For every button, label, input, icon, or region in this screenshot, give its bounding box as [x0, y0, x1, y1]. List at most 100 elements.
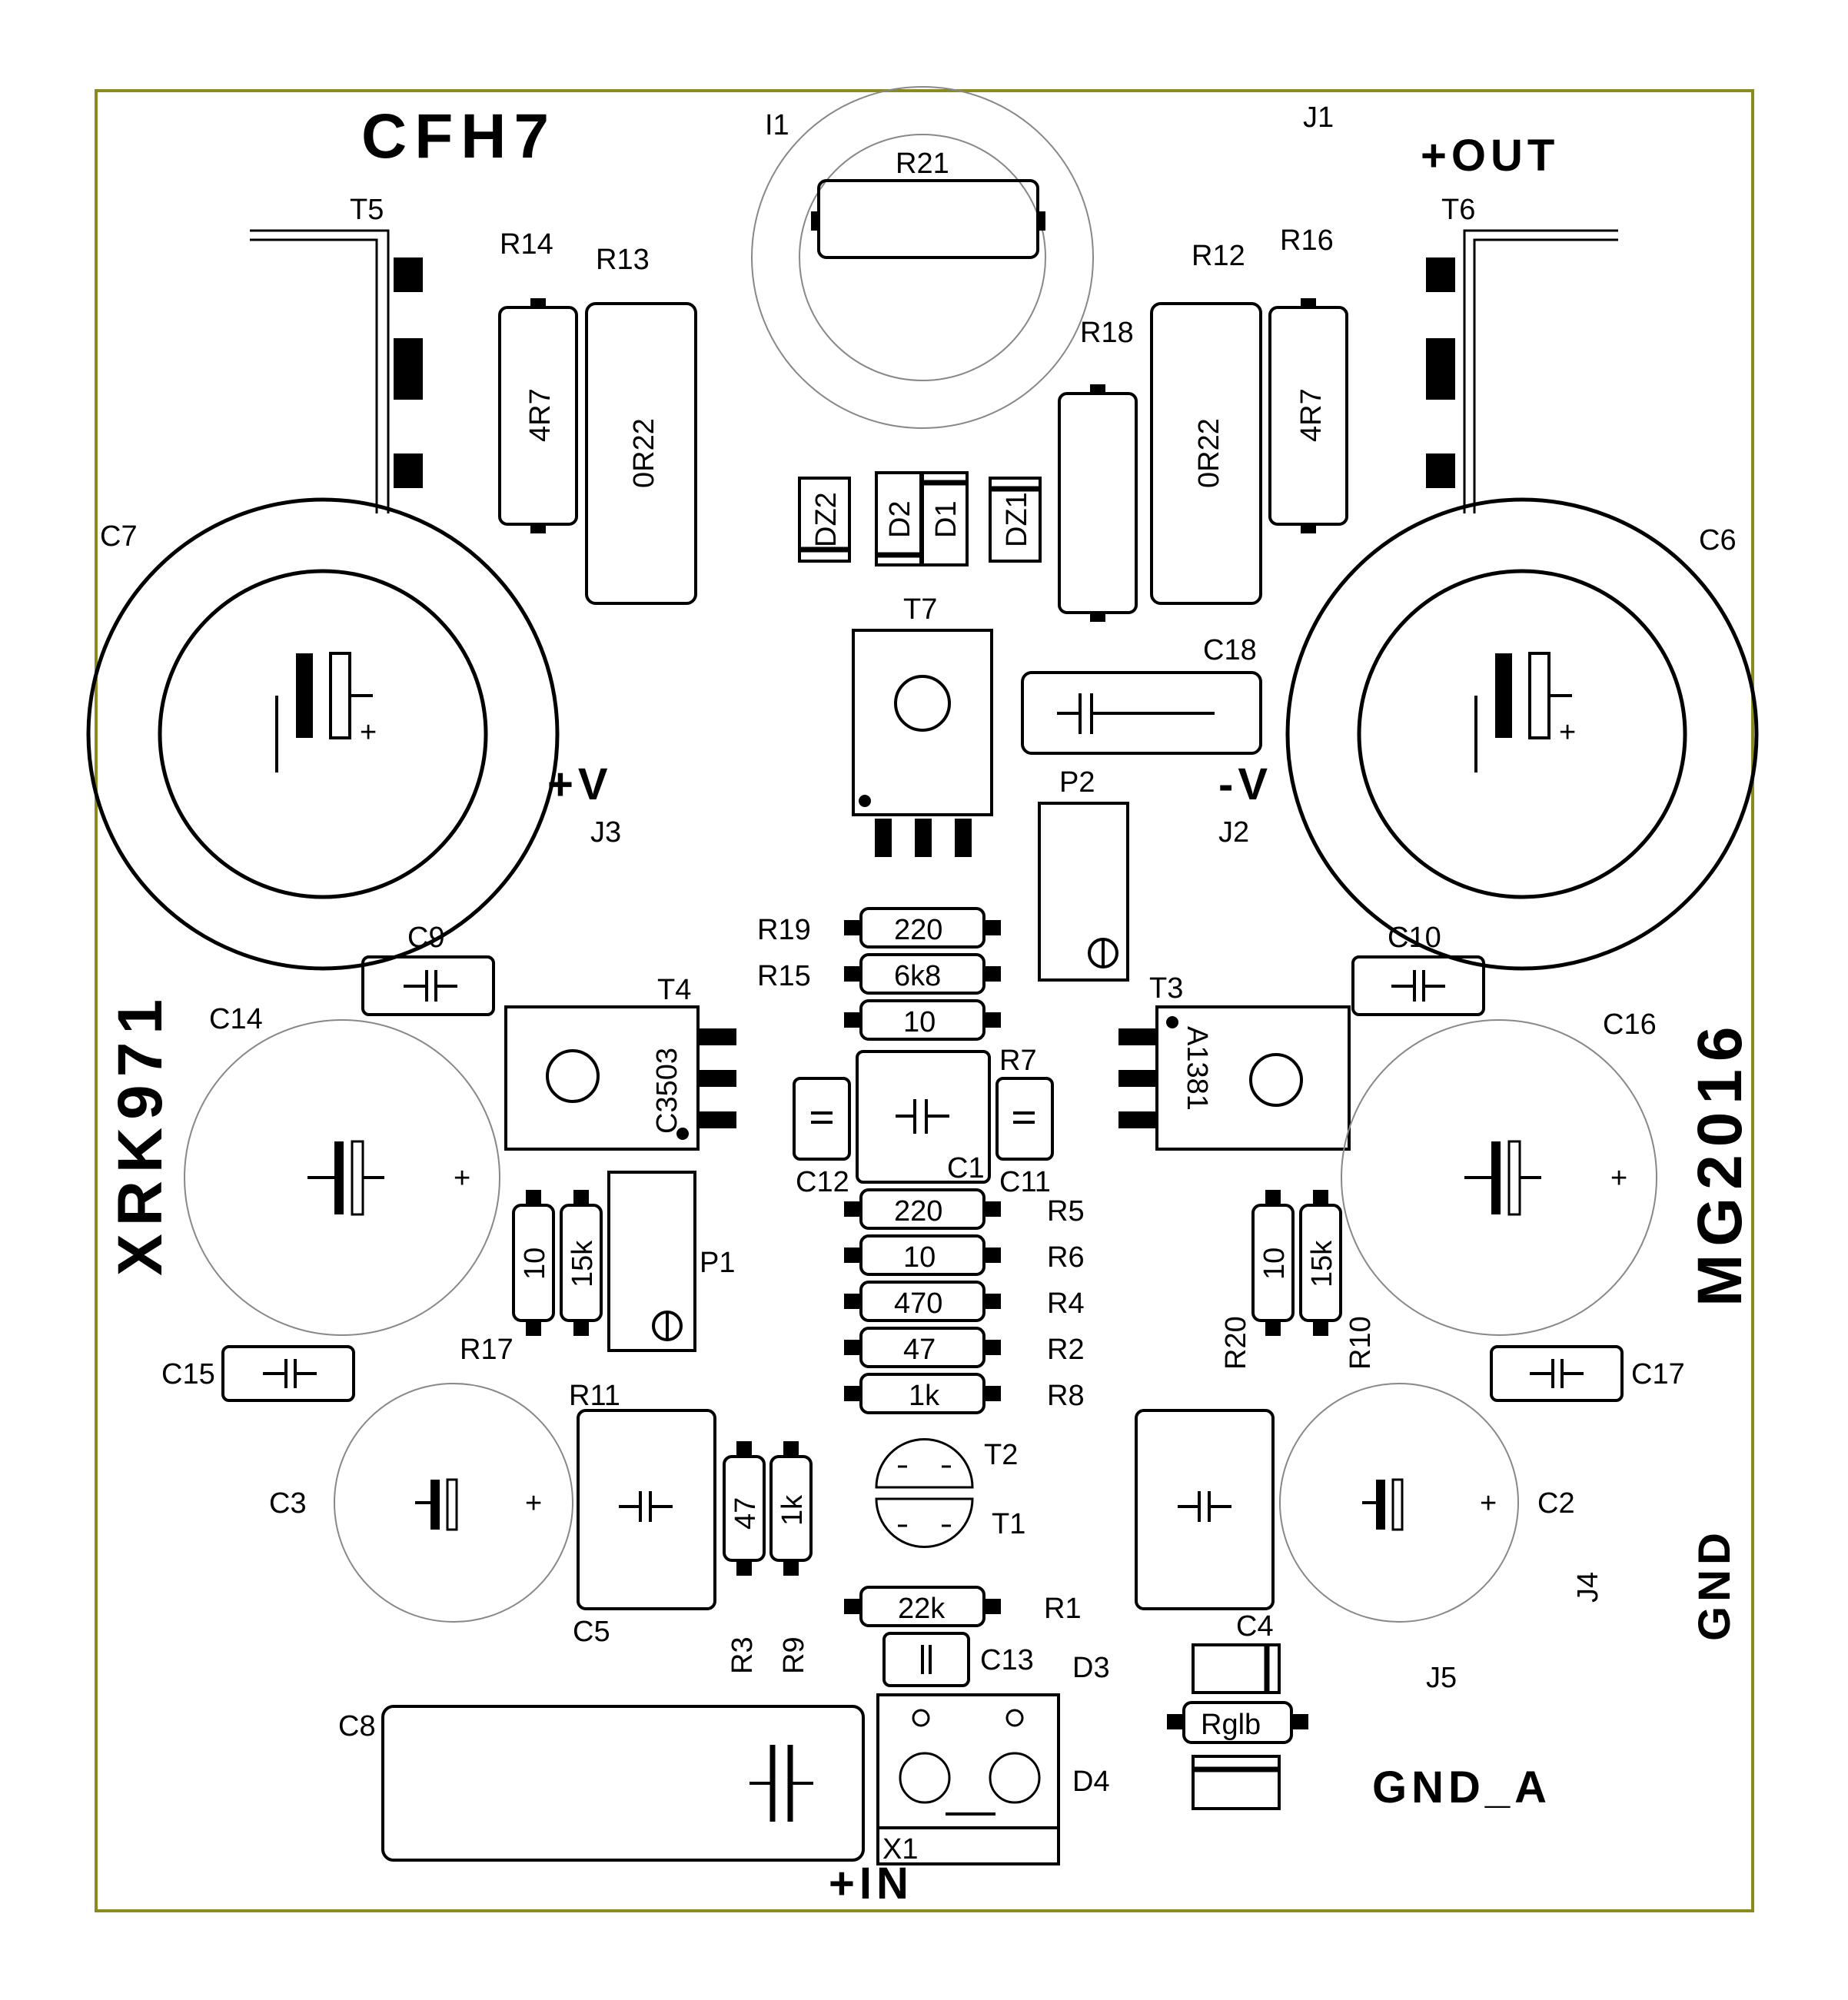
component-r2: 47 R2 [844, 1327, 1085, 1368]
label-r21: R21 [896, 148, 949, 180]
label-c16: C16 [1603, 1008, 1657, 1041]
value-r10: 15k [1306, 1240, 1338, 1287]
value-r8: 1k [909, 1380, 940, 1412]
component-c13: C13 [882, 1632, 1034, 1687]
out-text: +OUT [1421, 131, 1559, 181]
label-c4: C4 [1236, 1610, 1274, 1643]
component-c12: C12 [793, 1077, 851, 1198]
component-c15: C15 [161, 1345, 355, 1402]
in-text: +IN [829, 1859, 913, 1909]
component-c8: C8 [338, 1705, 865, 1862]
label-r11: R11 [569, 1380, 620, 1412]
value-r4: 470 [894, 1287, 942, 1320]
component-r3: 47 R3 [723, 1441, 766, 1674]
label-c6: C6 [1699, 524, 1737, 556]
value-rglb: Rglb [1201, 1709, 1261, 1741]
value-r9: 1k [776, 1494, 809, 1526]
label-t5: T5 [350, 194, 384, 226]
label-r15: R15 [757, 960, 811, 992]
component-r14: 4R7 R14 [498, 228, 578, 533]
component-t1: T1 [875, 1497, 1025, 1548]
component-c5: C5 [573, 1409, 716, 1648]
component-r7: 10 R7 [844, 999, 1037, 1077]
label-c2-plus: + [1480, 1487, 1497, 1520]
label-c12: C12 [796, 1166, 849, 1198]
component-c9: C9 [361, 922, 495, 1016]
label-r20: R20 [1220, 1316, 1252, 1370]
component-c14: + C14 [184, 1003, 500, 1336]
label-d1: D1 [930, 500, 962, 538]
label-c14-plus: + [454, 1162, 470, 1194]
label-j5: J5 [1426, 1662, 1457, 1694]
component-t3: A1381 T3 [1118, 972, 1351, 1151]
label-d2: D2 [884, 500, 916, 538]
component-c7: + C7 [86, 497, 560, 971]
component-t7: T7 [852, 593, 993, 857]
value-r12: 0R22 [1193, 418, 1225, 488]
label-t2: T2 [984, 1439, 1018, 1471]
xrk-vertical-text: XRK971 [105, 992, 175, 1276]
component-t5: T5 [250, 194, 423, 513]
component-d2: D2 [875, 471, 922, 566]
label-r3: R3 [726, 1636, 759, 1674]
label-c18: C18 [1203, 634, 1257, 666]
component-t4: C3503 T4 [504, 974, 736, 1151]
label-r6: R6 [1047, 1241, 1085, 1274]
component-x1: X1 [876, 1693, 1060, 1865]
label-t6: T6 [1441, 194, 1475, 226]
label-c11: C11 [999, 1166, 1051, 1198]
label-r9: R9 [778, 1636, 810, 1674]
label-r14: R14 [500, 228, 553, 261]
value-t4: C3503 [651, 1048, 683, 1134]
component-t6: T6 [1426, 194, 1618, 513]
component-dz1: DZ1 [989, 477, 1042, 563]
value-r20: 10 [1258, 1248, 1291, 1280]
value-r2: 47 [903, 1334, 936, 1366]
label-r5: R5 [1047, 1195, 1085, 1228]
component-d3: D3 [1072, 1643, 1281, 1694]
component-r13: 0R22 R13 [585, 244, 697, 605]
value-r16: 4R7 [1295, 388, 1328, 442]
component-r4: 470 R4 [844, 1281, 1085, 1322]
label-c8: C8 [338, 1710, 376, 1743]
label-r17: R17 [460, 1334, 514, 1366]
board-outline [95, 89, 1754, 1912]
value-r1: 22k [898, 1593, 946, 1625]
label-j4: J4 [1572, 1572, 1604, 1603]
label-c3: C3 [269, 1487, 307, 1520]
component-r5: 220 R5 [844, 1188, 1085, 1230]
label-t4: T4 [657, 974, 691, 1006]
gnd-a-text: GND_A [1372, 1762, 1551, 1812]
value-r17: 10 [519, 1248, 551, 1280]
component-d1: D1 [921, 471, 969, 566]
label-dz2: DZ2 [810, 492, 843, 547]
value-r19: 220 [894, 914, 942, 946]
component-r6: 10 R6 [844, 1234, 1085, 1276]
component-r18: R18 [1058, 317, 1138, 622]
label-dz1: DZ1 [1001, 492, 1033, 547]
component-r8: 1k R8 [844, 1373, 1085, 1414]
component-t2: T2 [875, 1438, 1018, 1489]
label-r13: R13 [596, 244, 650, 276]
component-c17: C17 [1490, 1345, 1685, 1402]
label-c7-plus: + [360, 716, 377, 749]
value-r14: 4R7 [524, 388, 557, 442]
label-r8: R8 [1047, 1380, 1085, 1412]
value-r6: 10 [903, 1241, 936, 1274]
label-p1: P1 [700, 1247, 735, 1279]
component-c3: + C3 [269, 1383, 573, 1623]
label-j2: J2 [1218, 816, 1249, 849]
label-r2: R2 [1047, 1334, 1085, 1366]
label-c1: C1 [947, 1152, 985, 1184]
component-c2: + C2 [1279, 1383, 1575, 1623]
component-c10: C10 [1351, 922, 1485, 1016]
component-r17: 10 R17 [460, 1190, 555, 1366]
value-r15: 6k8 [894, 960, 941, 992]
label-c2: C2 [1537, 1487, 1575, 1520]
label-p2: P2 [1059, 766, 1095, 799]
component-p1: P1 [607, 1171, 735, 1352]
label-t1: T1 [992, 1508, 1025, 1540]
value-t3: A1381 [1181, 1026, 1213, 1111]
value-r11: 15k [567, 1240, 599, 1287]
label-r7: R7 [999, 1045, 1037, 1077]
